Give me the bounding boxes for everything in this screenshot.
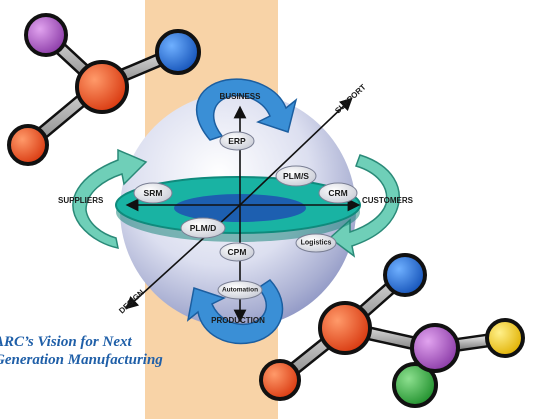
node-srm-label: SRM xyxy=(144,188,163,198)
label-customers: CUSTOMERS xyxy=(362,196,414,205)
molecule-bottom-right xyxy=(259,253,525,408)
node-automation: Automation xyxy=(217,280,263,300)
suppliers-loop-arrow xyxy=(72,148,148,249)
atom-purple xyxy=(24,13,68,57)
atom-yellow xyxy=(485,318,525,358)
node-crm-label: CRM xyxy=(328,188,347,198)
node-cpm-label: CPM xyxy=(228,247,247,257)
label-business: BUSINESS xyxy=(220,92,262,101)
node-crm: CRM xyxy=(318,182,358,204)
atom-orange-small xyxy=(259,359,301,401)
label-production: PRODUCTION xyxy=(211,316,265,325)
caption-line-2: Generation Manufacturing xyxy=(0,352,163,368)
node-logistics: Logistics xyxy=(295,233,337,253)
label-design: DESIGN xyxy=(117,288,146,316)
caption-line-1: ARC’s Vision for Next xyxy=(0,334,132,350)
node-cpm: CPM xyxy=(219,242,255,262)
node-erp: ERP xyxy=(219,131,255,151)
atom-purple xyxy=(410,323,460,373)
node-plm-d: PLM/D xyxy=(180,217,226,239)
business-loop-arrow xyxy=(195,78,298,141)
atom-green xyxy=(392,362,438,408)
caption: ARC’s Vision for Next Generation Manufac… xyxy=(0,333,163,369)
node-plm-d-label: PLM/D xyxy=(190,223,216,233)
node-automation-label: Automation xyxy=(222,287,258,294)
node-plm-s-label: PLM/S xyxy=(283,171,309,181)
atom-blue xyxy=(383,253,427,297)
node-erp-label: ERP xyxy=(228,136,246,146)
label-support: SUPPORT xyxy=(333,82,368,115)
node-srm: SRM xyxy=(133,182,173,204)
molecule-top-left xyxy=(7,13,201,166)
production-loop-arrow xyxy=(186,279,284,345)
customers-loop-arrow xyxy=(328,154,400,258)
atom-red-center xyxy=(75,60,129,114)
atom-red-center xyxy=(318,301,372,355)
atom-blue xyxy=(155,29,201,75)
label-suppliers: SUPPLIERS xyxy=(58,196,104,205)
node-plm-s: PLM/S xyxy=(275,165,317,187)
atom-orange-small xyxy=(7,124,49,166)
node-logistics-label: Logistics xyxy=(301,240,332,247)
